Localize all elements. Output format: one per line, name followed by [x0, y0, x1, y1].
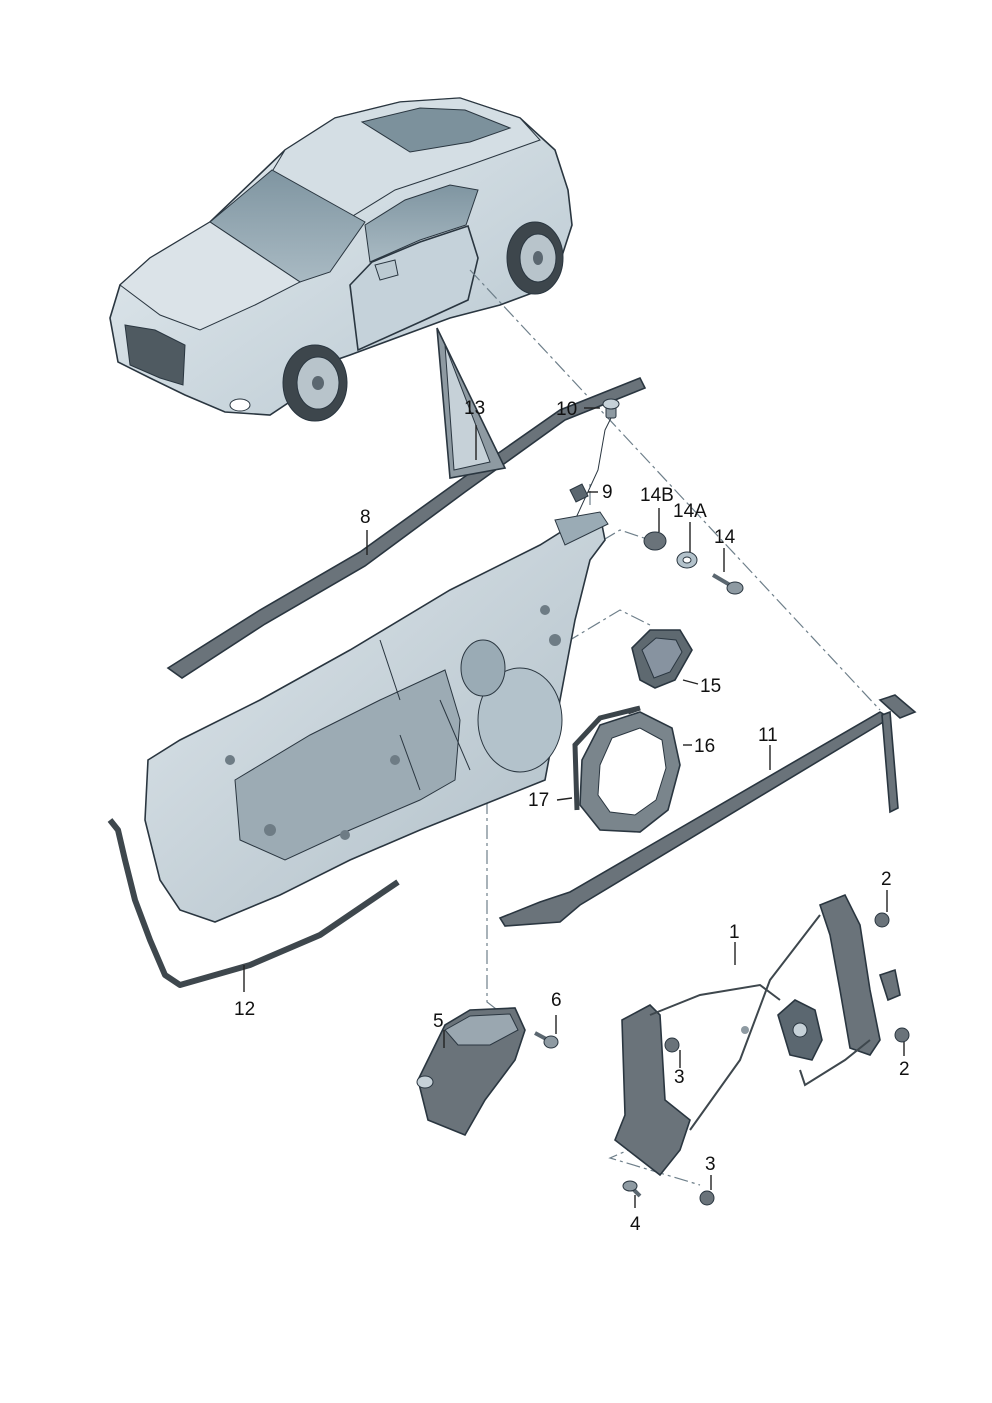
part-3-nut-lower [699, 1190, 715, 1206]
car-fog-light [229, 398, 251, 412]
part-5-window-motor [416, 1007, 526, 1137]
car-door [349, 224, 479, 352]
part-14b-grommet [643, 531, 667, 551]
leader-lines [243, 407, 905, 1208]
part-1-window-regulator [614, 893, 901, 1177]
car-side-window [364, 184, 479, 263]
car-rear-wheel [506, 221, 564, 295]
label-9: 9 [602, 482, 613, 503]
car-side-mirror [374, 259, 399, 281]
label-16: 16 [694, 736, 715, 757]
car-grille [124, 324, 186, 386]
label-3-lower: 3 [705, 1154, 716, 1175]
car-hood [119, 221, 301, 331]
label-14a: 14A [673, 501, 707, 522]
label-15: 15 [700, 676, 721, 697]
label-10: 10 [556, 399, 577, 420]
part-10-bolt [574, 398, 620, 521]
car-sunroof [360, 107, 512, 153]
part-3-nut-upper [664, 1037, 680, 1053]
label-17: 17 [528, 790, 549, 811]
label-14: 14 [714, 527, 736, 548]
part-14a-washer [676, 551, 698, 569]
label-13: 13 [464, 398, 485, 419]
label-11: 11 [758, 725, 778, 746]
part-14-screw [711, 573, 744, 595]
part-8-window-channel [166, 376, 647, 679]
part-9-clip [569, 483, 589, 503]
label-8: 8 [360, 507, 371, 528]
part-6-screw [534, 1031, 559, 1049]
label-2-upper: 2 [881, 869, 892, 890]
label-12: 12 [234, 999, 255, 1020]
label-3-upper: 3 [674, 1067, 685, 1088]
label-14b: 14B [640, 485, 674, 506]
part-labels: 13 10 9 8 14B 14A 14 15 16 17 11 12 1 2 … [234, 398, 910, 1235]
part-11-guide-rail [498, 694, 917, 927]
label-6: 6 [551, 990, 562, 1011]
label-4: 4 [630, 1214, 641, 1235]
part-12-seal-strip [107, 818, 400, 988]
door-inner-panel [144, 511, 609, 923]
part-16-speaker-ring [579, 711, 681, 833]
part-2-nut-lower [894, 1027, 910, 1043]
label-2-lower: 2 [899, 1059, 910, 1080]
label-5: 5 [433, 1011, 444, 1032]
label-1: 1 [729, 922, 740, 943]
part-2-nut-upper [874, 912, 890, 928]
car-illustration [109, 97, 573, 422]
part-17-seal [572, 705, 641, 811]
part-4-bolt [622, 1180, 642, 1198]
car-front-wheel [282, 344, 348, 422]
